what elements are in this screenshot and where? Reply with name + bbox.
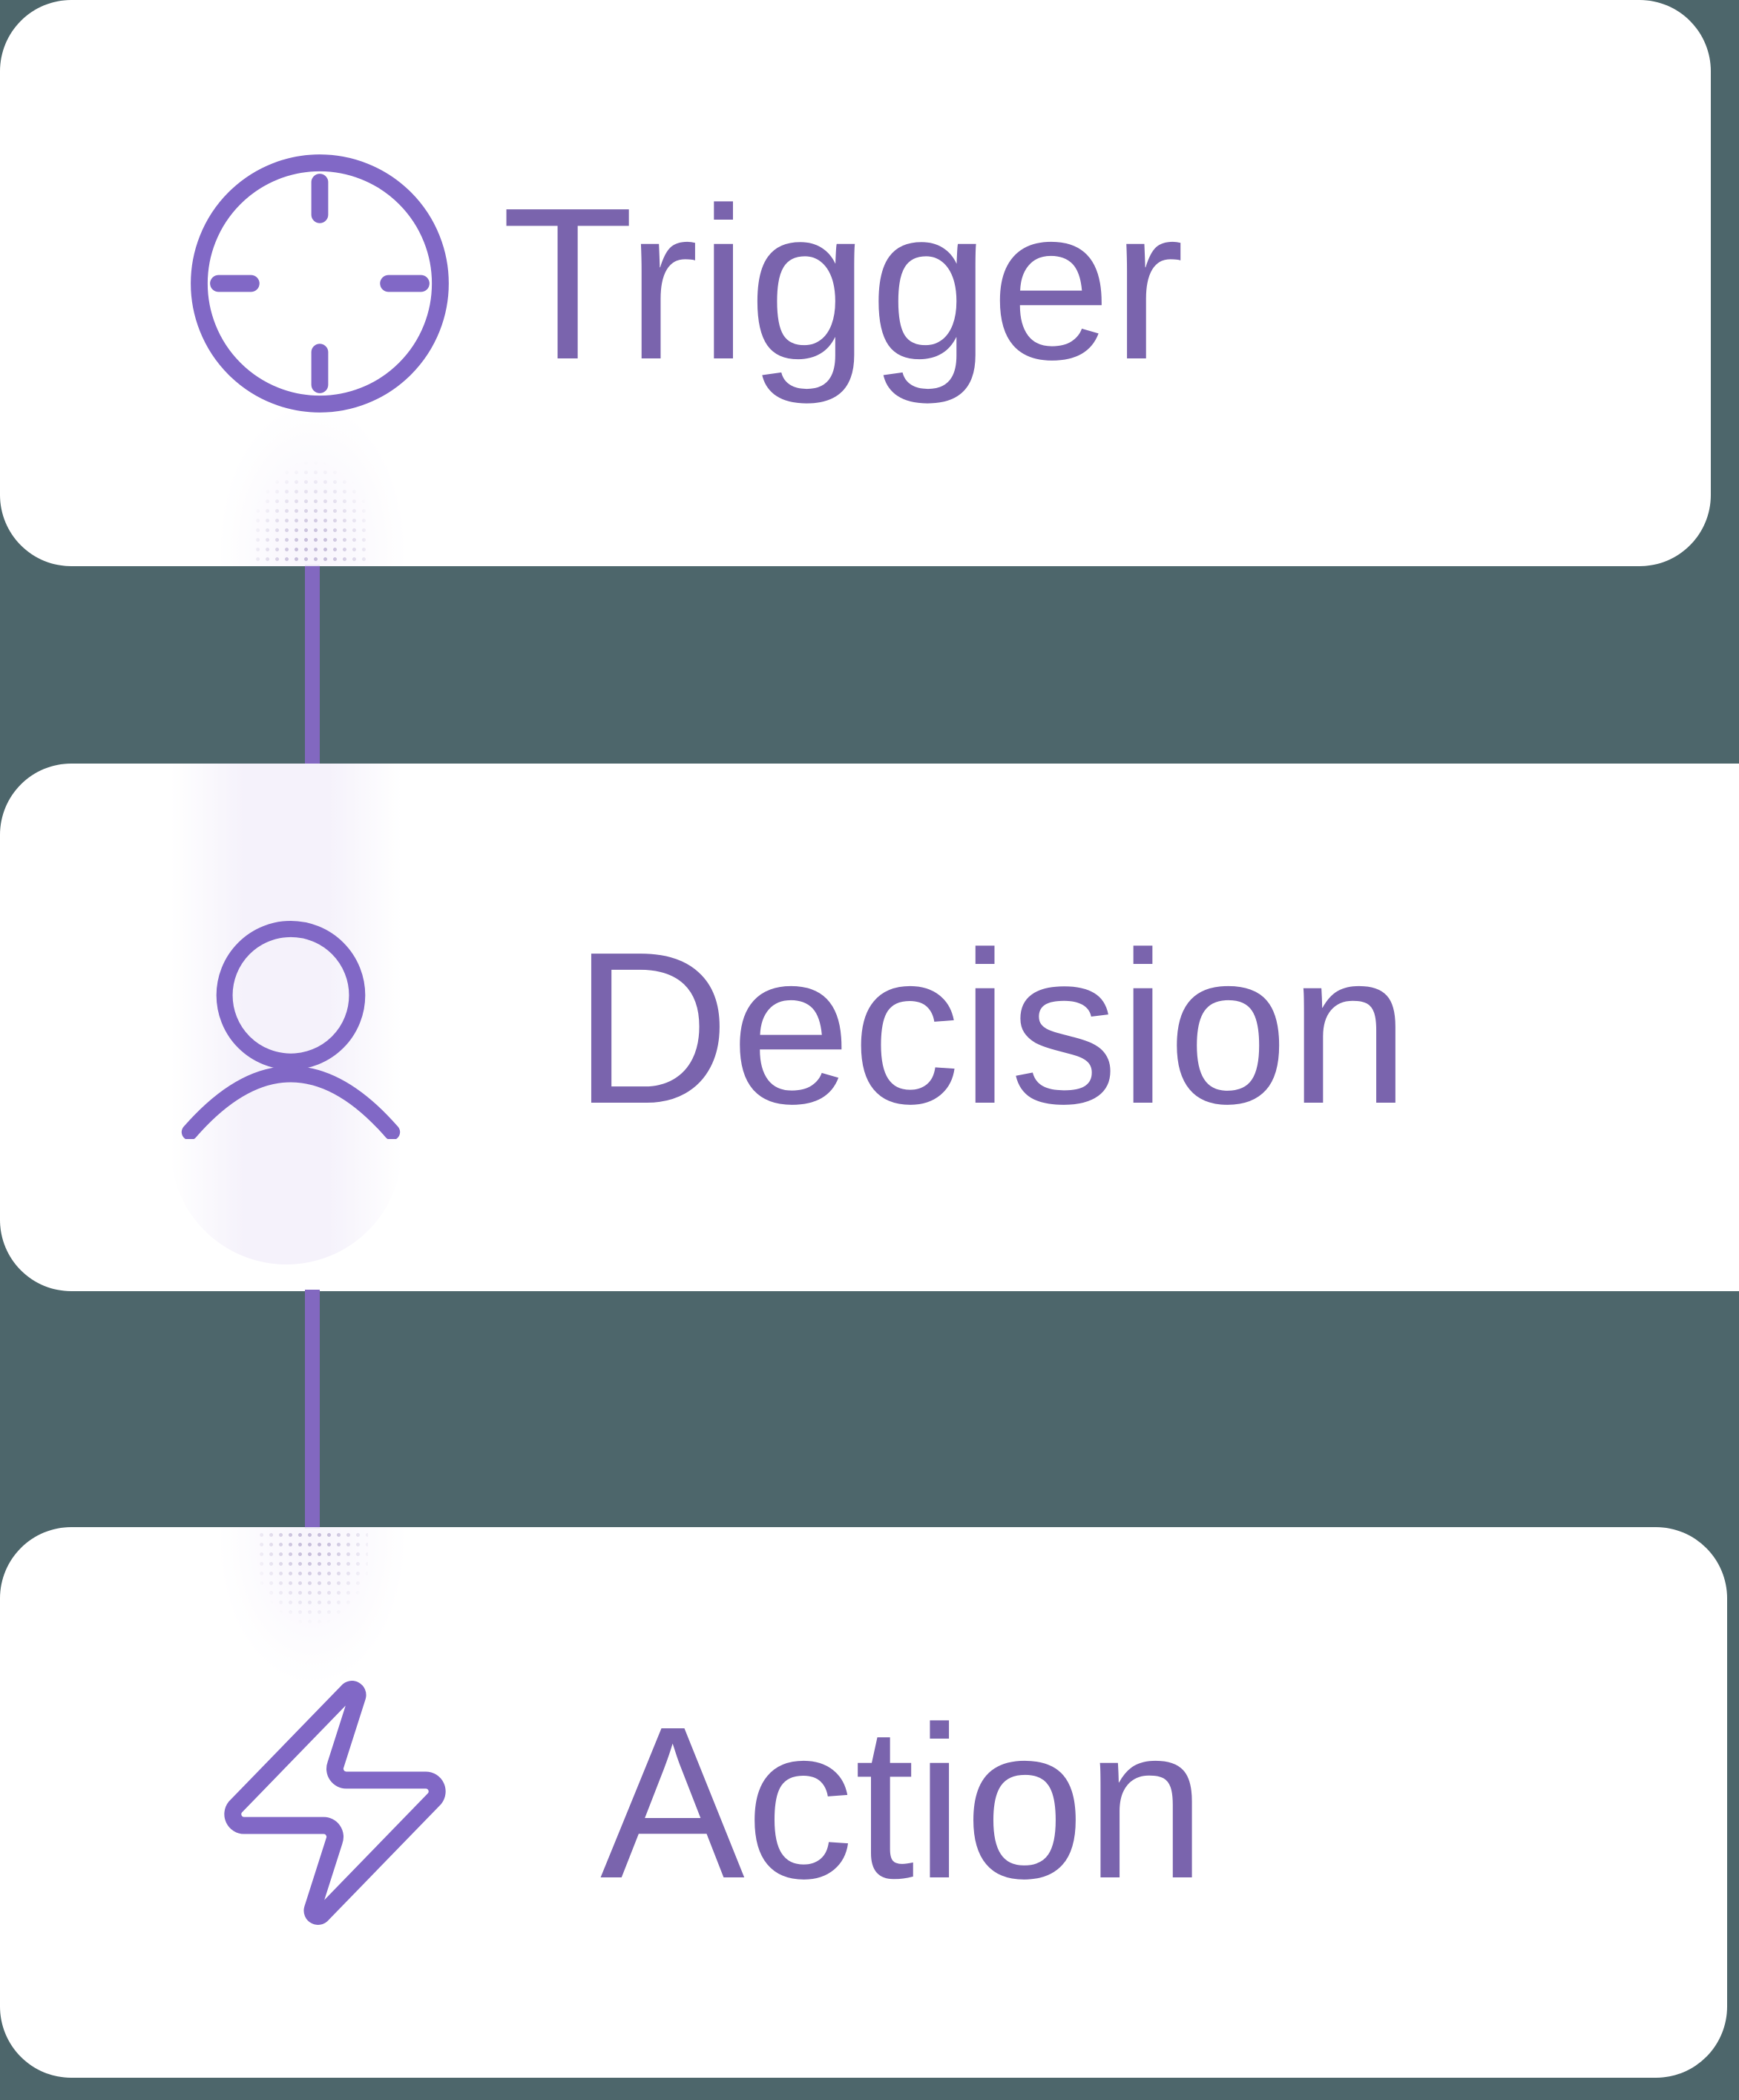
workflow-node-trigger[interactable]: Trigger: [0, 0, 1711, 566]
highlight-beam: [171, 764, 402, 1264]
connector-glow: [220, 404, 405, 566]
workflow-node-decision[interactable]: Decision: [0, 764, 1739, 1291]
user-icon: [181, 920, 401, 1139]
sparkle-dots: [257, 1530, 368, 1664]
crosshair-icon: [191, 154, 449, 413]
node-label-trigger: Trigger: [502, 162, 1186, 404]
node-label-action: Action: [600, 1681, 1207, 1923]
connector-trigger-decision: [305, 565, 320, 765]
connector-decision-action: [305, 1290, 320, 1529]
workflow-node-action[interactable]: Action: [0, 1527, 1727, 2078]
node-label-decision: Decision: [573, 906, 1410, 1149]
sparkle-dots: [253, 419, 372, 566]
connector-glow: [220, 1527, 405, 1683]
lightning-bolt-icon: [224, 1680, 446, 1925]
